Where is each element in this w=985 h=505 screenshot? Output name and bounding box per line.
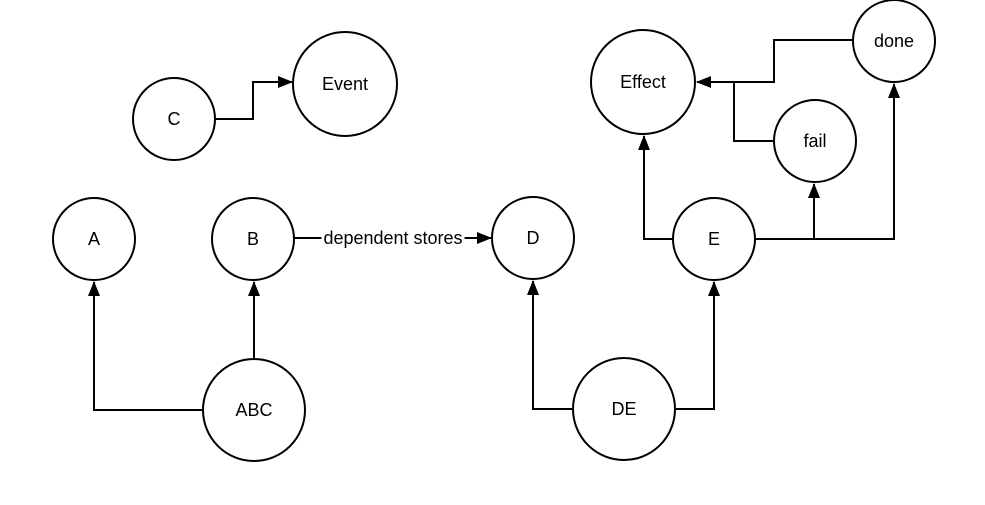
node-d-circle (491, 196, 575, 280)
node-e-circle (672, 197, 756, 281)
node-b-label: B (247, 229, 259, 249)
edge-b-to-d-label-bg (321, 229, 465, 247)
node-d-label: D (527, 228, 540, 248)
node-fail: fail (773, 99, 857, 183)
node-abc-label: ABC (235, 400, 272, 420)
edge-e-to-effect (638, 135, 673, 240)
edge-b-to-d-label: dependent stores (323, 228, 462, 248)
node-b: B (211, 197, 295, 281)
edge-c-to-event (215, 76, 293, 120)
node-a-circle (52, 197, 136, 281)
node-abc: ABC (202, 358, 306, 462)
node-e-label: E (708, 229, 720, 249)
node-fail-label: fail (803, 131, 826, 151)
node-b-circle (211, 197, 295, 281)
edge-e-to-done (755, 83, 900, 240)
node-c-circle (132, 77, 216, 161)
node-e: E (672, 197, 756, 281)
node-done-label: done (874, 31, 914, 51)
node-de-label: DE (611, 399, 636, 419)
node-done-circle (852, 0, 936, 83)
node-event: Event (292, 31, 398, 137)
node-c-label: C (168, 109, 181, 129)
node-d: D (491, 196, 575, 280)
node-abc-circle (202, 358, 306, 462)
node-a-label: A (88, 229, 100, 249)
node-c: C (132, 77, 216, 161)
node-effect: Effect (590, 29, 696, 135)
edge-de-to-e (674, 281, 720, 410)
node-de: DE (572, 357, 676, 461)
edge-de-to-d (527, 280, 574, 410)
edge-labels-layer: dependent stores (321, 228, 465, 248)
node-a: A (52, 197, 136, 281)
edge-fail-to-effect (733, 82, 774, 142)
node-effect-circle (590, 29, 696, 135)
node-fail-circle (773, 99, 857, 183)
node-effect-label: Effect (620, 72, 666, 92)
edge-done-to-effect (696, 39, 853, 88)
edge-abc-to-a (88, 281, 204, 411)
node-de-circle (572, 357, 676, 461)
node-event-circle (292, 31, 398, 137)
node-event-label: Event (322, 74, 368, 94)
node-done: done (852, 0, 936, 83)
